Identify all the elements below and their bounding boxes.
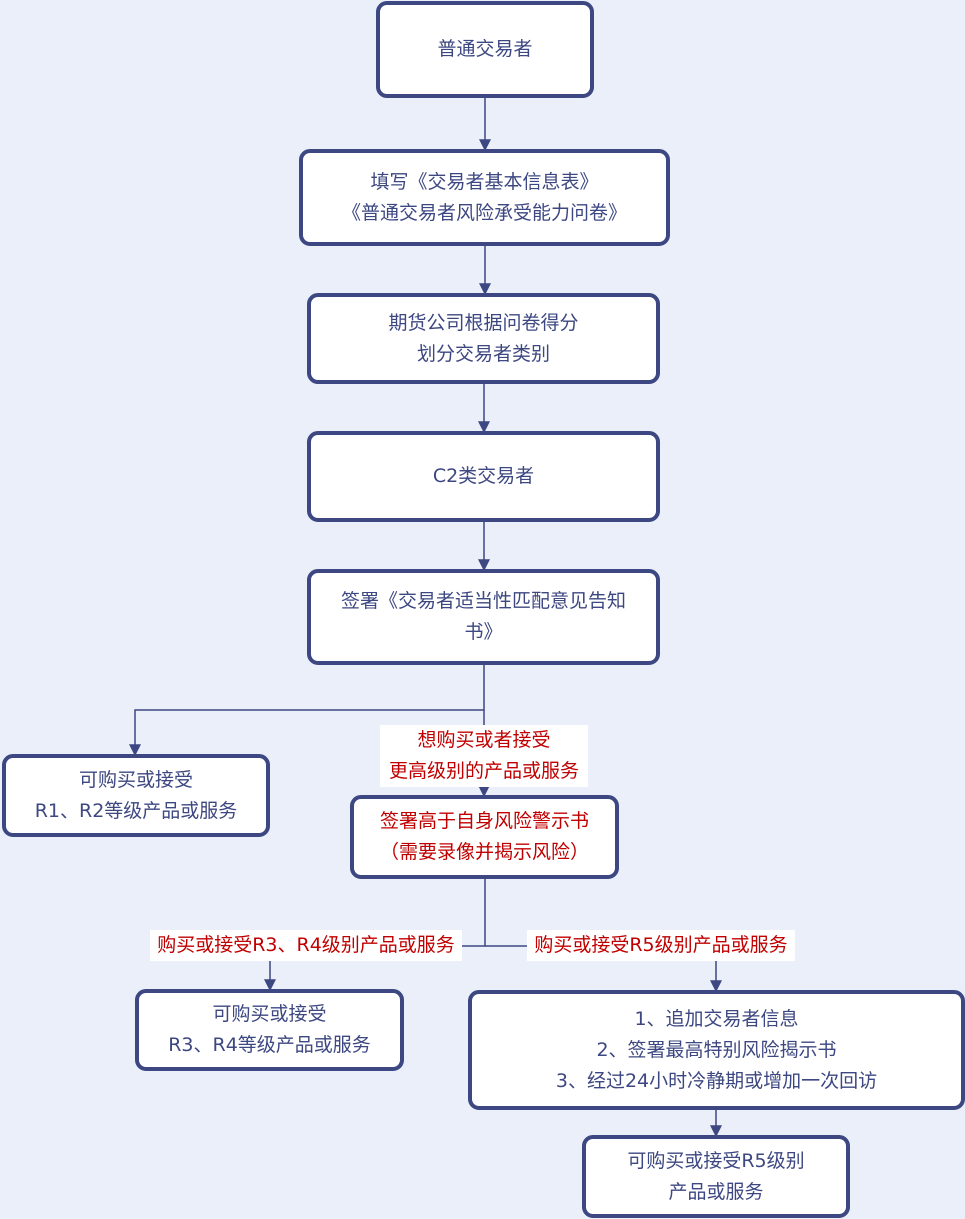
edge-label-r3r4: 购买或接受R3、R4级别产品或服务	[150, 930, 462, 961]
edge-label-line: 更高级别的产品或服务	[388, 760, 579, 782]
node-line: R3、R4等级产品或服务	[168, 1034, 371, 1056]
node-ordinary-trader: 普通交易者	[376, 1, 594, 98]
node-line: 可购买或接受	[212, 1003, 327, 1025]
node-line: 《普通交易者风险承受能力问卷》	[341, 201, 627, 224]
node-line: C2类交易者	[432, 465, 535, 487]
node-line: 3、经过24小时冷静期或增加一次回访	[555, 1069, 878, 1092]
node-r5-products: 可购买或接受R5级别 产品或服务	[582, 1135, 850, 1218]
node-classify: 期货公司根据问卷得分 划分交易者类别	[307, 293, 660, 384]
node-line: R1、R2等级产品或服务	[34, 799, 238, 822]
node-line: 可购买或接受	[78, 768, 193, 791]
node-line: 可购买或接受R5级别	[627, 1149, 805, 1172]
edge-label-higher-level: 想购买或者接受 更高级别的产品或服务	[380, 725, 588, 787]
edge-label-line: 购买或接受R3、R4级别产品或服务	[157, 934, 455, 956]
node-line: 划分交易者类别	[416, 342, 550, 365]
node-line: 普通交易者	[437, 38, 533, 60]
node-line: 产品或服务	[668, 1180, 764, 1203]
node-c2-trader: C2类交易者	[307, 431, 660, 522]
node-r3r4-products: 可购买或接受 R3、R4等级产品或服务	[135, 989, 404, 1071]
edge-label-line: 购买或接受R5级别产品或服务	[534, 934, 788, 956]
node-r1r2-products: 可购买或接受 R1、R2等级产品或服务	[2, 754, 270, 837]
edge-label-r5: 购买或接受R5级别产品或服务	[527, 930, 795, 961]
edge-sign-notice-to-r1r2	[129, 664, 485, 757]
node-sign-risk-warning: 签署高于自身风险警示书 （需要录像并揭示风险）	[350, 795, 619, 879]
node-line: 期货公司根据问卷得分	[388, 311, 579, 334]
node-line: 书》	[464, 621, 503, 643]
node-sign-suitability-notice: 签署《交易者适当性匹配意见告知 书》	[307, 569, 660, 665]
node-r5-requirements: 1、追加交易者信息 2、签署最高特别风险揭示书 3、经过24小时冷静期或增加一次…	[468, 990, 965, 1110]
node-line: 签署高于自身风险警示书	[379, 810, 589, 832]
node-line: 填写《交易者基本信息表》	[370, 170, 599, 193]
edge-label-line: 想购买或者接受	[417, 729, 551, 751]
node-line: 1、追加交易者信息	[634, 1007, 799, 1030]
node-line: 签署《交易者适当性匹配意见告知	[340, 590, 626, 612]
node-line: 2、签署最高特别风险揭示书	[596, 1038, 837, 1061]
node-line: （需要录像并揭示风险）	[379, 841, 589, 863]
node-fill-forms: 填写《交易者基本信息表》 《普通交易者风险承受能力问卷》	[299, 149, 670, 246]
